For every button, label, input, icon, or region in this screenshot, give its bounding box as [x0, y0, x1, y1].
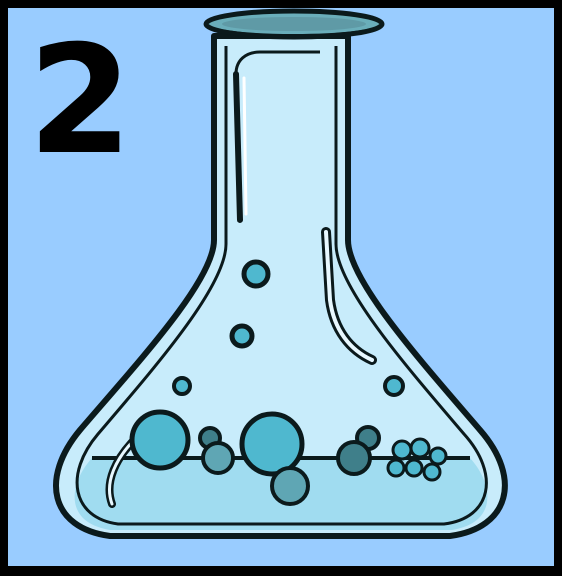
bubble	[129, 409, 191, 471]
step-number: 2	[28, 14, 133, 188]
